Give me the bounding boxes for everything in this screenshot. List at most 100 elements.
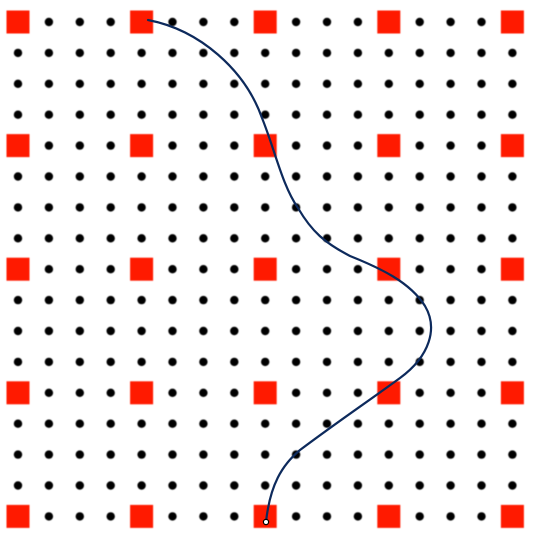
grid-dot-r0-c6[interactable]	[199, 17, 208, 27]
grid-dot-r3-c1[interactable]	[44, 110, 54, 119]
grid-dot-r2-c12[interactable]	[384, 79, 393, 89]
grid-dot-r11-c14[interactable]	[446, 357, 455, 367]
grid-dot-r2-c10[interactable]	[322, 79, 332, 89]
grid-dot-r2-c3[interactable]	[106, 79, 115, 89]
grid-dot-r4-c7[interactable]	[230, 141, 239, 150]
grid-dot-r12-c2[interactable]	[75, 388, 85, 397]
grid-dot-r6-c3[interactable]	[106, 203, 115, 212]
grid-dot-r3-c6[interactable]	[199, 110, 208, 119]
grid-dot-r11-c12[interactable]	[384, 357, 393, 367]
grid-dot-r6-c8[interactable]	[261, 203, 270, 212]
grid-dot-r8-c11[interactable]	[353, 265, 363, 274]
grid-dot-r7-c6[interactable]	[199, 234, 208, 243]
grid-dot-r13-c12[interactable]	[384, 419, 393, 428]
grid-dot-r1-c7[interactable]	[230, 48, 239, 58]
grid-dot-r11-c0[interactable]	[13, 357, 23, 367]
grid-dot-r14-c11[interactable]	[353, 450, 363, 459]
grid-dot-r8-c13[interactable]	[415, 265, 424, 274]
grid-dot-r9-c10[interactable]	[322, 295, 332, 305]
grid-dot-r7-c7[interactable]	[230, 234, 239, 243]
grid-dot-r2-c2[interactable]	[75, 79, 85, 89]
grid-dot-r8-c15[interactable]	[477, 265, 486, 274]
grid-dot-r11-c7[interactable]	[230, 357, 239, 367]
grid-dot-r15-c11[interactable]	[353, 481, 363, 490]
grid-dot-r1-c14[interactable]	[446, 48, 455, 58]
grid-dot-r14-c12[interactable]	[384, 450, 393, 459]
grid-dot-r6-c16[interactable]	[508, 203, 517, 212]
grid-dot-r16-c10[interactable]	[322, 512, 332, 521]
grid-dot-r10-c5[interactable]	[168, 326, 177, 336]
grid-dot-r13-c9[interactable]	[291, 419, 301, 428]
grid-dot-r13-c8[interactable]	[261, 419, 270, 428]
grid-dot-r10-c6[interactable]	[199, 326, 208, 336]
grid-dot-r10-c15[interactable]	[477, 326, 486, 336]
anchor-square-r4-c0[interactable]	[6, 134, 30, 158]
grid-dot-r9-c1[interactable]	[44, 295, 54, 305]
grid-dot-r15-c1[interactable]	[44, 481, 54, 490]
grid-dot-r5-c5[interactable]	[168, 172, 177, 181]
grid-dot-r16-c9[interactable]	[291, 512, 301, 521]
grid-dot-r5-c2[interactable]	[75, 172, 85, 181]
grid-dot-r4-c13[interactable]	[415, 141, 424, 150]
grid-dot-r14-c8[interactable]	[261, 450, 270, 459]
grid-dot-r3-c8[interactable]	[261, 110, 270, 119]
grid-dot-r13-c3[interactable]	[106, 419, 115, 428]
grid-dot-r3-c7[interactable]	[230, 110, 239, 119]
grid-dot-r9-c15[interactable]	[477, 295, 486, 305]
anchor-square-r16-c12[interactable]	[377, 504, 401, 528]
grid-dot-r12-c14[interactable]	[446, 388, 455, 397]
grid-dot-r5-c13[interactable]	[415, 172, 424, 181]
grid-dot-r15-c15[interactable]	[477, 481, 486, 490]
grid-dot-r9-c2[interactable]	[75, 295, 85, 305]
anchor-square-r0-c0[interactable]	[6, 10, 30, 34]
grid-dot-r10-c0[interactable]	[13, 326, 23, 336]
grid-dot-r1-c11[interactable]	[353, 48, 363, 58]
grid-dot-r7-c5[interactable]	[168, 234, 177, 243]
grid-dot-r12-c13[interactable]	[415, 388, 424, 397]
grid-dot-r13-c5[interactable]	[168, 419, 177, 428]
anchor-square-r8-c8[interactable]	[253, 257, 277, 281]
grid-dot-r4-c5[interactable]	[168, 141, 177, 150]
grid-dot-r8-c10[interactable]	[322, 265, 332, 274]
grid-dot-r16-c6[interactable]	[199, 512, 208, 521]
grid-dot-r3-c13[interactable]	[415, 110, 424, 119]
grid-dot-r1-c2[interactable]	[75, 48, 85, 58]
grid-dot-r5-c11[interactable]	[353, 172, 363, 181]
grid-dot-r6-c7[interactable]	[230, 203, 239, 212]
grid-dot-r14-c5[interactable]	[168, 450, 177, 459]
grid-dot-r13-c1[interactable]	[44, 419, 54, 428]
anchor-square-r12-c16[interactable]	[500, 381, 524, 405]
grid-dot-r9-c11[interactable]	[353, 295, 363, 305]
grid-dot-r1-c16[interactable]	[508, 48, 517, 58]
grid-dot-r14-c10[interactable]	[322, 450, 332, 459]
anchor-square-r12-c0[interactable]	[6, 381, 30, 405]
grid-dot-r8-c1[interactable]	[44, 265, 54, 274]
grid-dot-r2-c7[interactable]	[230, 79, 239, 89]
grid-dot-r2-c8[interactable]	[261, 79, 270, 89]
grid-dot-r9-c4[interactable]	[137, 295, 146, 305]
grid-dot-r10-c16[interactable]	[508, 326, 517, 336]
grid-dot-r13-c11[interactable]	[353, 419, 363, 428]
grid-dot-r10-c1[interactable]	[44, 326, 54, 336]
grid-dot-r14-c15[interactable]	[477, 450, 486, 459]
grid-dot-r14-c14[interactable]	[446, 450, 455, 459]
grid-dot-r0-c1[interactable]	[44, 17, 54, 27]
grid-dot-r10-c13[interactable]	[415, 326, 424, 336]
grid-dot-r1-c10[interactable]	[322, 48, 332, 58]
grid-dot-r16-c11[interactable]	[353, 512, 363, 521]
grid-dot-r6-c4[interactable]	[137, 203, 146, 212]
grid-dot-r7-c3[interactable]	[106, 234, 115, 243]
grid-dot-r12-c11[interactable]	[353, 388, 363, 397]
grid-dot-r5-c14[interactable]	[446, 172, 455, 181]
anchor-square-r16-c16[interactable]	[500, 504, 524, 528]
grid-dot-r7-c9[interactable]	[291, 234, 301, 243]
grid-dot-r12-c1[interactable]	[44, 388, 54, 397]
grid-dot-r7-c4[interactable]	[137, 234, 146, 243]
grid-dot-r3-c11[interactable]	[353, 110, 363, 119]
grid-dot-r3-c16[interactable]	[508, 110, 517, 119]
grid-dot-r0-c3[interactable]	[106, 17, 115, 27]
grid-dot-r0-c11[interactable]	[353, 17, 363, 27]
grid-dot-r3-c14[interactable]	[446, 110, 455, 119]
grid-dot-r14-c4[interactable]	[137, 450, 146, 459]
